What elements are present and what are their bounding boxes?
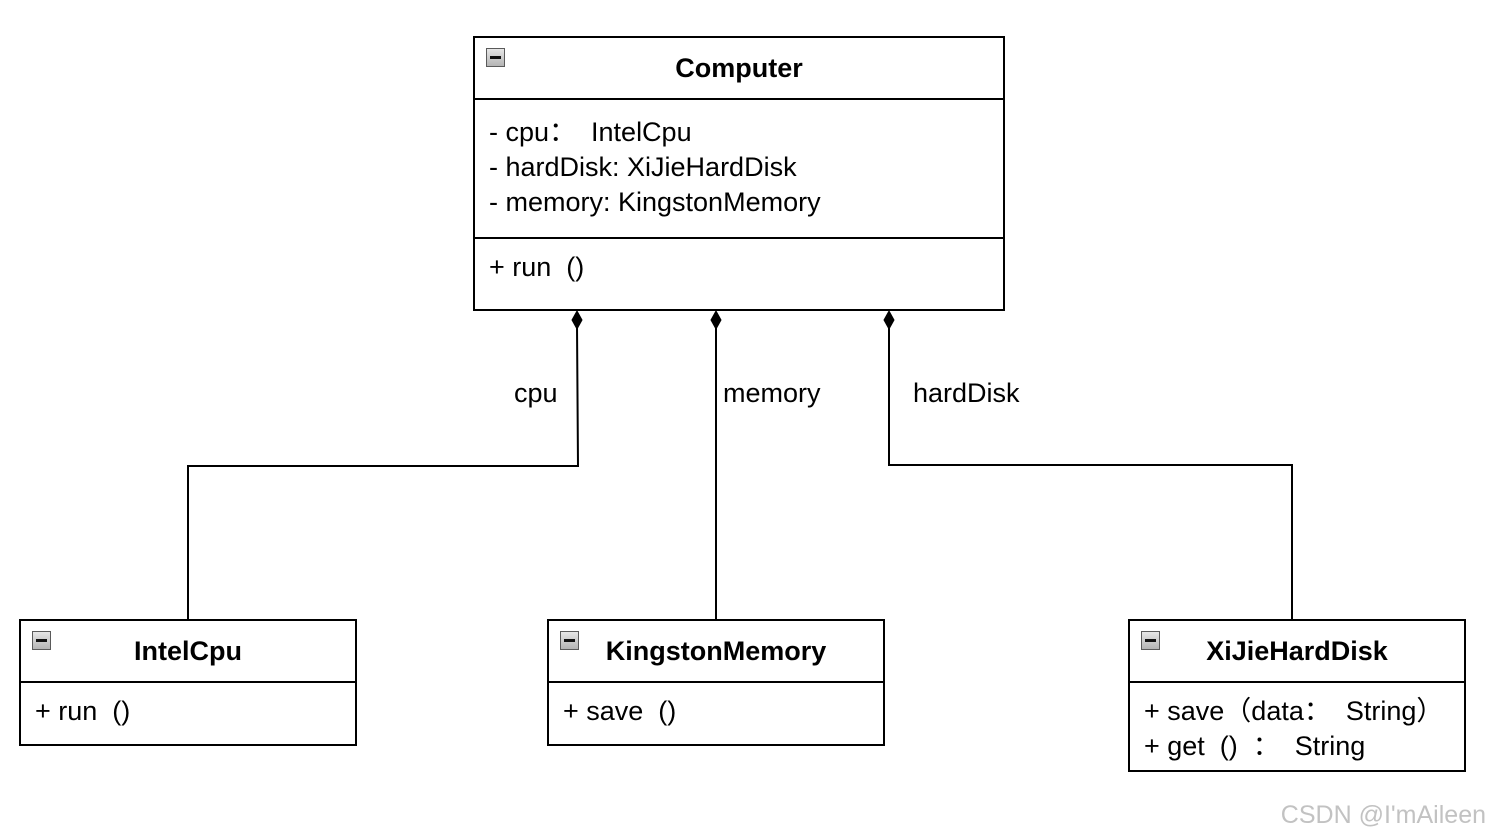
- attributes-section: - cpu： IntelCpu - hardDisk: XiJieHardDis…: [475, 100, 1003, 239]
- class-name: IntelCpu: [134, 635, 242, 666]
- class-computer[interactable]: Computer - cpu： IntelCpu - hardDisk: XiJ…: [473, 36, 1005, 311]
- composition-diamond-memory: [710, 309, 722, 331]
- connector-cpu[interactable]: [187, 325, 580, 620]
- class-name: Computer: [675, 52, 803, 83]
- class-xijie-hard-disk[interactable]: XiJieHardDisk + save（data： String） + get…: [1128, 619, 1466, 772]
- class-name: XiJieHardDisk: [1206, 635, 1388, 666]
- attribute: - cpu： IntelCpu: [489, 117, 692, 147]
- operation: + get () ： String: [1144, 731, 1366, 761]
- collapse-icon[interactable]: [560, 631, 579, 650]
- composition-diamond-cpu: [571, 309, 583, 331]
- class-kingston-memory[interactable]: KingstonMemory + save (): [547, 619, 885, 746]
- operation: + save（data： String）: [1144, 696, 1444, 726]
- operations-section: + save (): [549, 683, 883, 729]
- operations-section: + save（data： String） + get () ： String: [1130, 683, 1464, 764]
- operations-section: + run (): [21, 683, 355, 729]
- class-xijie-hard-disk-header: XiJieHardDisk: [1130, 621, 1464, 683]
- connector-harddisk[interactable]: [888, 326, 1293, 620]
- collapse-icon[interactable]: [1141, 631, 1160, 650]
- operation: + run (): [35, 696, 131, 726]
- class-name: KingstonMemory: [605, 635, 827, 666]
- edge-label-memory: memory: [723, 378, 821, 408]
- operation: + save (): [563, 696, 677, 726]
- operation: + run (): [489, 252, 585, 282]
- class-intel-cpu[interactable]: IntelCpu + run (): [19, 619, 357, 746]
- collapse-icon[interactable]: [486, 48, 505, 67]
- edge-label-harddisk: hardDisk: [913, 378, 1020, 408]
- attribute: - memory: KingstonMemory: [489, 187, 821, 217]
- collapse-icon[interactable]: [32, 631, 51, 650]
- composition-diamond-harddisk: [883, 309, 895, 331]
- watermark: CSDN @I'mAileen: [1280, 801, 1486, 829]
- edge-label-cpu: cpu: [514, 378, 558, 408]
- class-computer-header: Computer: [475, 38, 1003, 100]
- class-intel-cpu-header: IntelCpu: [21, 621, 355, 683]
- operations-section: + run (): [475, 239, 1003, 285]
- class-kingston-memory-header: KingstonMemory: [549, 621, 883, 683]
- attribute: - hardDisk: XiJieHardDisk: [489, 152, 797, 182]
